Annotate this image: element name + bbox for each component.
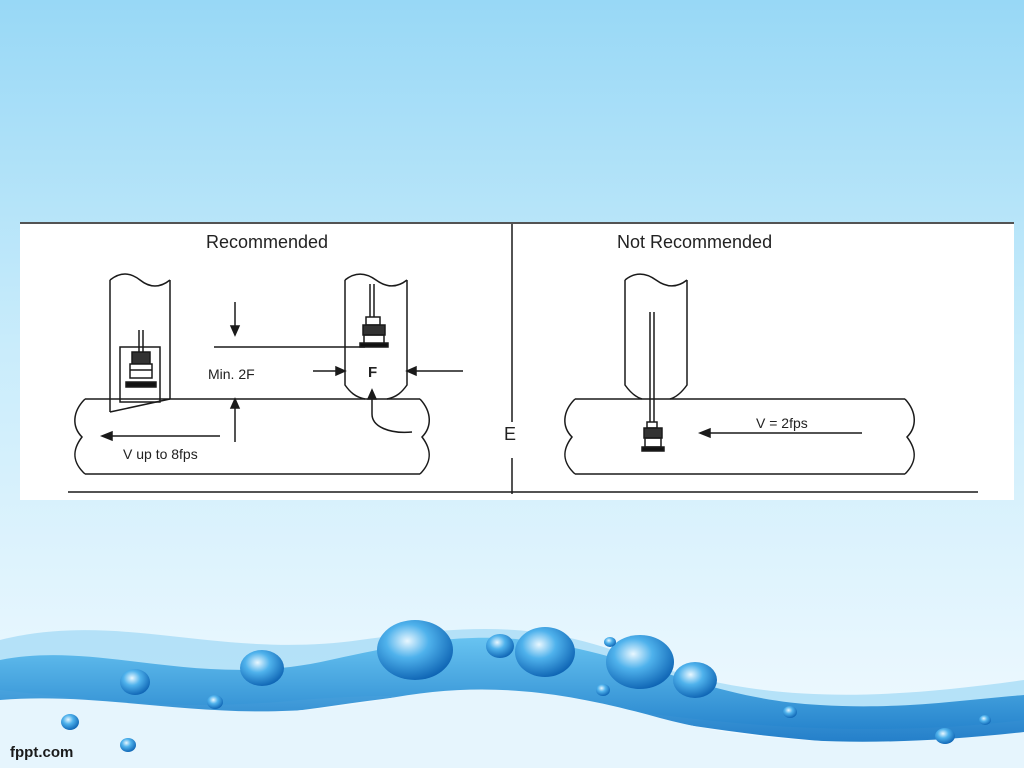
sensor-long-probe	[641, 312, 665, 452]
right-title: Not Recommended	[617, 232, 772, 252]
sensor-well-left	[119, 346, 161, 403]
water-bubbles	[61, 620, 991, 752]
right-vertical-pipe	[624, 273, 688, 400]
sensor-left	[125, 330, 157, 388]
e-label: E	[504, 424, 516, 444]
left-title: Recommended	[206, 232, 328, 252]
min-2f-label: Min. 2F	[208, 366, 255, 382]
velocity-right-label: V = 2fps	[756, 415, 808, 431]
flow-arrow-left	[99, 430, 220, 442]
f-dimension	[313, 365, 463, 434]
f-label: F	[368, 364, 377, 381]
right-horizontal-pipe	[564, 398, 915, 475]
velocity-left-label: V up to 8fps	[123, 446, 198, 462]
wave-front	[0, 689, 1024, 768]
brand-footer: fppt.com	[10, 744, 74, 761]
min-2f-dimension	[214, 302, 365, 442]
sensor-right-tee	[359, 284, 389, 348]
left-vertical-pipe-2	[344, 273, 408, 400]
installation-diagram: Recommended Not Recommended Min. 2F F V …	[20, 222, 1014, 500]
flow-arrow-right	[697, 427, 862, 439]
